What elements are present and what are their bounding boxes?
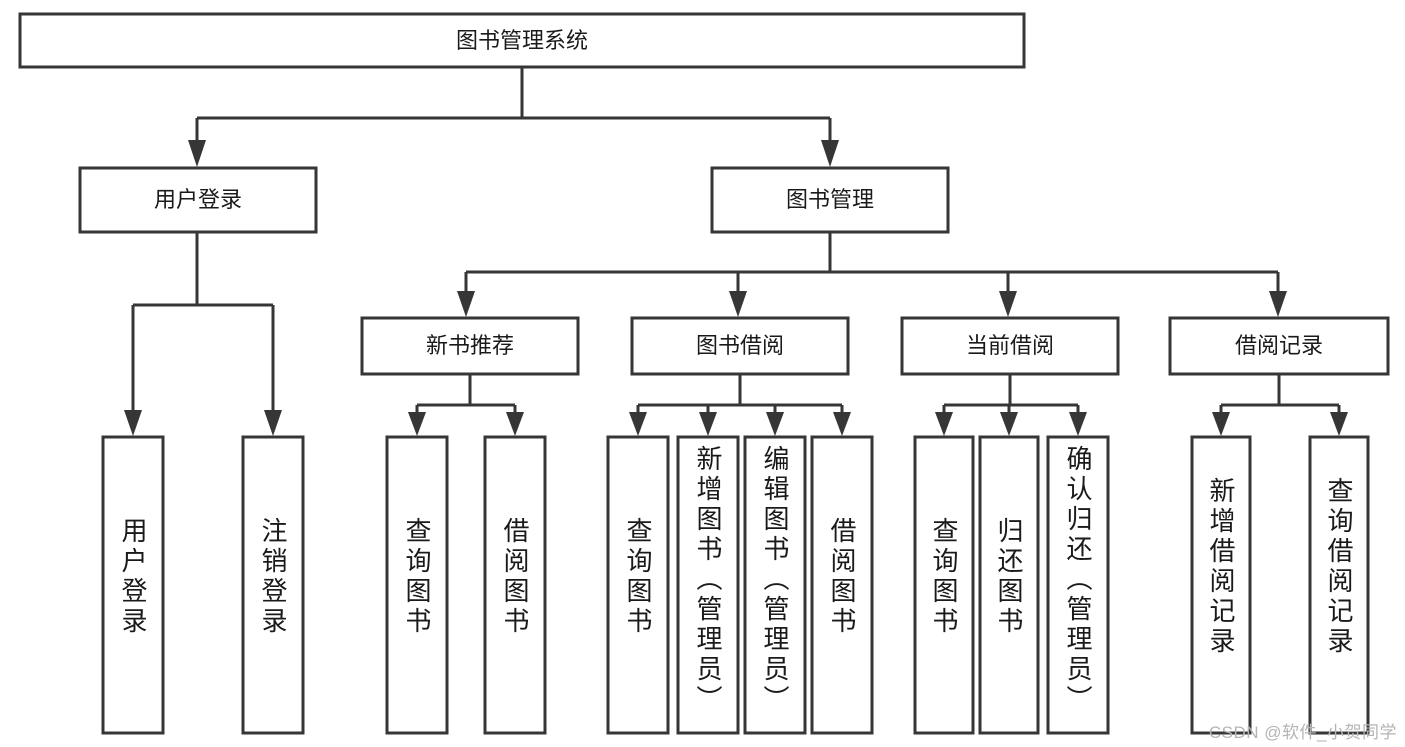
connector-group-current-borrow (935, 374, 1087, 436)
node-user-login-label: 用户登录 (154, 187, 242, 212)
leaf-box-query-book-3[interactable] (913, 435, 975, 735)
arrow-current-leaf-1 (935, 412, 953, 436)
arrow-current-leaf-3 (1069, 412, 1087, 436)
node-new-book-recommend-box[interactable] (360, 316, 580, 376)
node-root-label: 图书管理系统 (456, 28, 588, 53)
arrow-to-book-borrow (729, 291, 747, 317)
arrow-borrow-leaf-4 (833, 412, 851, 436)
leaf-box-logout[interactable] (241, 435, 305, 735)
arrow-to-new-book (457, 291, 475, 317)
node-book-management-box[interactable] (710, 166, 950, 234)
arrow-to-user-login (188, 140, 206, 167)
node-book-management[interactable]: 图书管理 (710, 166, 950, 234)
connector-group-borrow-record (1212, 374, 1348, 436)
leaf-box-return-book[interactable] (978, 435, 1040, 735)
arrow-record-leaf-2 (1330, 412, 1348, 436)
leaf-box-borrow-book-2[interactable] (810, 435, 874, 735)
leaf-box-edit-book-admin[interactable] (743, 435, 807, 735)
arrow-to-borrow-record (1269, 291, 1287, 317)
node-current-borrow-box[interactable] (900, 316, 1120, 376)
leaf-box-query-record[interactable] (1308, 435, 1370, 735)
node-borrow-record[interactable]: 借阅记录 (1168, 316, 1390, 376)
node-root-system[interactable]: 图书管理系统 (18, 12, 1026, 69)
node-borrow-record-box[interactable] (1168, 316, 1390, 376)
connector-group-book-borrow (629, 374, 851, 436)
csdn-watermark: CSDN @软件_小贺同学 (1208, 723, 1397, 742)
arrow-to-current-borrow (999, 291, 1017, 317)
node-book-borrow-label: 图书借阅 (696, 333, 784, 358)
arrow-to-leaf-user-login (124, 410, 142, 436)
arrow-borrow-leaf-2 (699, 412, 717, 436)
arrow-to-book-mgmt (821, 140, 839, 167)
connector-group-root (188, 67, 839, 167)
leaf-box-query-book-2[interactable] (606, 435, 670, 735)
node-borrow-record-label: 借阅记录 (1235, 333, 1323, 358)
node-book-management-label: 图书管理 (786, 187, 874, 212)
node-user-login[interactable]: 用户登录 (78, 166, 318, 234)
leaf-box-add-book-admin[interactable] (676, 435, 740, 735)
arrow-to-leaf-logout (264, 410, 282, 436)
leaf-box-user-login[interactable] (101, 435, 165, 735)
node-new-book-recommend[interactable]: 新书推荐 (360, 316, 580, 376)
node-user-login-box[interactable] (78, 166, 318, 234)
leaf-box-query-book-1[interactable] (385, 435, 449, 735)
connector-group-user-login (124, 232, 282, 436)
node-root-box[interactable] (18, 12, 1026, 69)
node-book-borrow-box[interactable] (630, 316, 850, 376)
arrow-borrow-leaf-3 (766, 412, 784, 436)
leaf-box-confirm-return[interactable] (1046, 435, 1110, 735)
node-current-borrow[interactable]: 当前借阅 (900, 316, 1120, 376)
connector-group-new-book (408, 374, 524, 436)
arrow-newbook-leaf-1 (408, 412, 426, 436)
leaf-box-borrow-book-1[interactable] (483, 435, 547, 735)
node-book-borrow[interactable]: 图书借阅 (630, 316, 850, 376)
leaf-box-add-record[interactable] (1190, 435, 1252, 735)
node-new-book-recommend-label: 新书推荐 (426, 333, 514, 358)
arrow-borrow-leaf-1 (629, 412, 647, 436)
arrow-record-leaf-1 (1212, 412, 1230, 436)
arrow-current-leaf-2 (1000, 412, 1018, 436)
node-current-borrow-label: 当前借阅 (966, 333, 1054, 358)
connector-group-book-mgmt (457, 232, 1287, 317)
arrow-newbook-leaf-2 (506, 412, 524, 436)
